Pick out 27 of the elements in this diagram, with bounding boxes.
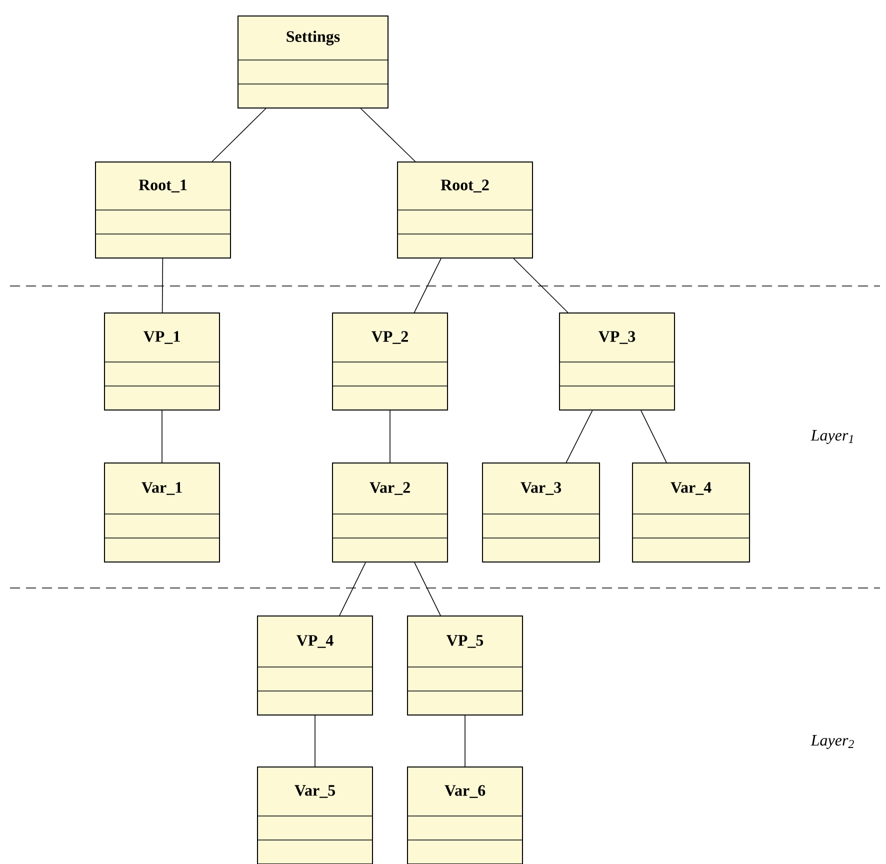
class-box: VP_2 xyxy=(332,312,448,411)
class-box: VP_5 xyxy=(406,616,523,716)
class-box: Var_4 xyxy=(632,462,750,563)
connector-line xyxy=(414,562,441,616)
connector-line xyxy=(414,258,442,313)
class-box: Var_1 xyxy=(104,462,220,563)
connector-line xyxy=(566,410,593,463)
connector-line xyxy=(314,715,316,767)
class-box: Var_6 xyxy=(406,766,523,864)
class-box: Root_1 xyxy=(94,162,231,259)
layer-label: Layer$_{2}$ xyxy=(810,735,854,749)
class-box: Root_2 xyxy=(396,162,533,259)
layer-label: Layer$_{1}$ xyxy=(810,430,853,444)
class-box: VP_3 xyxy=(558,312,676,411)
class-box: Var_5 xyxy=(256,766,373,864)
connector-line xyxy=(360,108,416,162)
connector-line xyxy=(162,258,164,313)
connector-line xyxy=(640,410,667,463)
connector-line xyxy=(339,562,366,616)
class-box: Var_2 xyxy=(332,462,448,563)
connector-line xyxy=(513,258,568,313)
connector-line xyxy=(212,108,266,162)
connector-line xyxy=(464,715,466,767)
class-box: VP_4 xyxy=(256,616,373,716)
class-box: Var_3 xyxy=(482,462,600,563)
class-box: VP_1 xyxy=(104,312,220,411)
class-box: Settings xyxy=(238,16,388,109)
